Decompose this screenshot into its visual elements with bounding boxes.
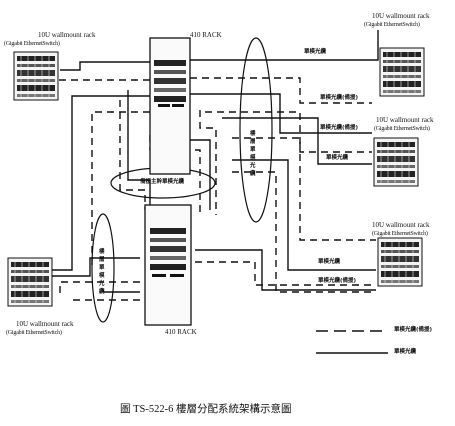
figure-caption: 圖 TS-522-6 樓層分配系統架構示意圖 bbox=[120, 404, 292, 415]
wall-mid-right-title: 10U wallmount rack bbox=[376, 116, 434, 124]
cable-label-6: 單模光纜(備援) bbox=[318, 278, 357, 284]
cable-label-4: 單模光纜 bbox=[326, 155, 349, 161]
right-vertical-ellipse bbox=[239, 37, 273, 223]
cable-bottom-left-1 bbox=[46, 257, 140, 277]
wall-rack-top-left bbox=[13, 51, 59, 101]
left-vertical-label: 樓層單模光纜 bbox=[99, 249, 105, 295]
cable-top-to-right-8 bbox=[232, 171, 376, 293]
wall-bottom-right-title: 10U wallmount rack bbox=[372, 221, 430, 229]
wall-top-left-subtitle: (Gigabit EthernetSwitch) bbox=[4, 41, 60, 47]
cable-top-to-left-1 bbox=[60, 61, 150, 71]
cable-top-to-right-4 bbox=[205, 111, 372, 153]
cable-bottom-right-2 bbox=[195, 261, 376, 286]
wall-top-right-subtitle: (Gigabit EthernetSwitch) bbox=[364, 22, 420, 28]
rack-410-top-title: 410 RACK bbox=[190, 31, 222, 39]
cable-top-to-left-4 bbox=[91, 111, 150, 268]
cable-top-to-right-1 bbox=[190, 30, 379, 61]
wall-rack-top-right bbox=[379, 47, 425, 97]
cable-label-5: 單模光纜 bbox=[318, 259, 341, 265]
wall-rack-bottom-right bbox=[377, 237, 423, 287]
cable-top-to-left-3 bbox=[45, 95, 150, 271]
wall-top-left-title: 10U wallmount rack bbox=[38, 31, 96, 39]
cable-bottom-right-1 bbox=[195, 249, 376, 291]
right-vertical-label: 樓層單模光纜 bbox=[250, 131, 256, 177]
cable-top-to-right-6 bbox=[232, 137, 376, 241]
wall-bottom-left-title: 10U wallmount rack bbox=[16, 320, 74, 328]
wall-bottom-right-subtitle: (Gigabit EthernetSwitch) bbox=[372, 231, 428, 237]
cable-center-1 bbox=[119, 100, 146, 210]
cable-top-to-right-3 bbox=[190, 93, 372, 134]
rack-410-bottom bbox=[144, 204, 192, 326]
center-group-label: 備援主幹單模光纜 bbox=[140, 179, 185, 185]
cable-top-to-right-2 bbox=[190, 77, 372, 104]
cable-label-1: 單模光纜 bbox=[304, 49, 327, 55]
legend-solid-label: 單模光纜 bbox=[394, 349, 417, 355]
legend-dashed-label: 單模光纜(備援) bbox=[394, 327, 433, 333]
wall-rack-mid-right bbox=[373, 137, 419, 187]
cable-center-5 bbox=[199, 110, 217, 215]
cable-label-2: 單模光纜(備援) bbox=[320, 95, 359, 101]
cable-label-3: 單模光纜(備援) bbox=[320, 125, 359, 131]
rack-410-top bbox=[149, 37, 191, 175]
cable-top-to-right-5 bbox=[222, 117, 372, 165]
cable-top-to-right-7 bbox=[232, 159, 376, 271]
left-vertical-ellipse bbox=[91, 213, 115, 323]
wall-rack-bottom-left bbox=[7, 257, 53, 307]
wall-top-right-title: 10U wallmount rack bbox=[372, 12, 430, 20]
rack-410-bottom-title: 410 RACK bbox=[165, 328, 197, 336]
cable-top-to-left-2 bbox=[43, 79, 150, 100]
wall-bottom-left-subtitle: (Gigabit EthernetSwitch) bbox=[6, 330, 62, 336]
wall-mid-right-subtitle: (Gigabit EthernetSwitch) bbox=[374, 126, 430, 132]
